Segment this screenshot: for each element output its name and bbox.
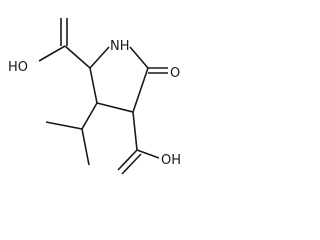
bond-c4-cooh <box>132 111 138 151</box>
bond-cooh-right-o-double-b <box>121 153 142 175</box>
bond-ch-methyl-left <box>45 121 83 130</box>
bond-c3-ch <box>81 102 98 130</box>
bond-c3-c4 <box>96 102 134 113</box>
bond-n-c2 <box>89 46 110 69</box>
bond-ch-methyl-down <box>81 128 90 166</box>
bond-c4-c5 <box>132 67 149 113</box>
nh-label: NH <box>110 39 130 54</box>
bond-cooh-left-oh <box>38 45 66 62</box>
bond-n-c5 <box>129 46 149 69</box>
bond-c2-cooh <box>64 45 91 69</box>
hydroxyl-right-label: OH <box>161 153 181 168</box>
hydroxyl-left-label: HO <box>8 60 28 75</box>
bond-c2-c3 <box>89 67 98 104</box>
ketone-oxygen-label: O <box>170 66 180 81</box>
chemical-structure-diagram: NH HO O OH <box>8 18 181 175</box>
structure-canvas: NH HO O OH <box>8 18 181 175</box>
bond-cooh-right-oh <box>136 149 160 159</box>
bond-cooh-right-o-double-a <box>117 149 138 171</box>
